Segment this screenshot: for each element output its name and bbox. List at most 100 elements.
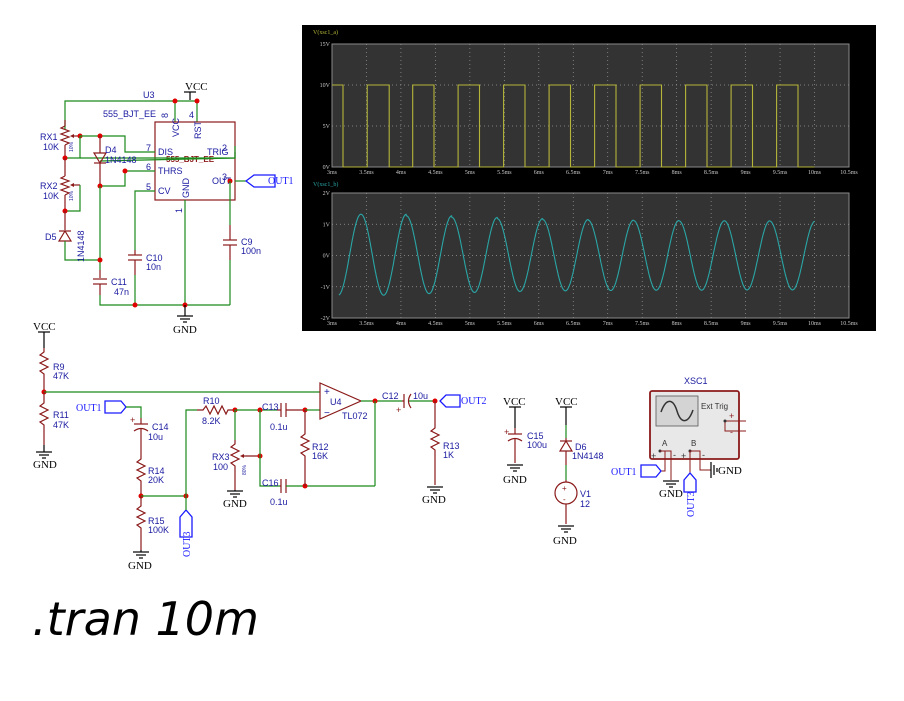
gnd-label: GND (422, 494, 446, 506)
x-tick-label: 6.5ms (566, 170, 581, 176)
y-tick-label: 0V (323, 254, 331, 260)
d5-ref: D5 (45, 232, 57, 242)
out3-port[interactable] (179, 509, 193, 538)
x-tick-label: 6ms (534, 170, 545, 176)
rx3-arrow-icon (240, 454, 244, 458)
xsc1-a-gnd-wire (665, 450, 672, 480)
junction (132, 302, 138, 308)
x-tick-label: 6ms (534, 321, 545, 327)
x-tick-label: 9ms (741, 170, 752, 176)
d4-body[interactable] (92, 152, 108, 165)
gnd-label: GND (223, 498, 247, 510)
rx2-ref: RX2 (40, 181, 58, 191)
r15-ref: R15 (148, 516, 165, 526)
c14-value: 10u (148, 432, 163, 442)
wire-rx2-loop (65, 185, 81, 212)
r9-value: 47K (53, 371, 69, 381)
u4-model: TL072 (342, 411, 368, 421)
c12-plate2[interactable] (407, 393, 412, 409)
xsc1-b-minus: - (702, 450, 705, 460)
d4-ref: D4 (105, 145, 117, 155)
rx3-body[interactable] (229, 440, 241, 490)
out1-port[interactable] (244, 174, 276, 188)
rx1-body[interactable] (59, 125, 71, 146)
c12-ref: C12 (382, 391, 399, 401)
xsc1-trig-terminal[interactable] (723, 419, 727, 423)
r15-body[interactable] (135, 496, 147, 550)
xsc1-ref: XSC1 (684, 376, 708, 386)
u4-plus: + (324, 387, 330, 398)
gnd-label: GND (33, 459, 57, 471)
y-tick-label: -1V (321, 285, 331, 291)
d5-value: 1N4148 (76, 230, 86, 262)
out3-port-label: OUT3 (182, 531, 193, 557)
r10-body[interactable] (197, 404, 235, 416)
c15-plate2[interactable] (507, 437, 523, 442)
r12-ref: R12 (312, 442, 329, 452)
r9-body[interactable] (38, 348, 50, 392)
x-tick-label: 7.5ms (635, 321, 650, 327)
v1-minus-icon: - (563, 495, 566, 504)
r14-body[interactable] (135, 455, 147, 496)
vcc-label: VCC (503, 396, 526, 408)
ground-icon (36, 451, 52, 459)
out2-port[interactable] (439, 394, 461, 408)
c13-value: 0.1u (270, 422, 288, 432)
xsc1-trig-wire (724, 421, 746, 432)
v1-plus-icon: + (562, 484, 567, 493)
y-tick-label: 2V (323, 191, 331, 197)
r9-ref: R9 (53, 362, 65, 372)
c14-plate2[interactable] (133, 427, 149, 432)
ground-icon (227, 490, 243, 498)
u3-pin-cv: CV (158, 186, 171, 196)
u3-pin-out: OUT (212, 176, 232, 186)
oscilloscope-xsc1[interactable]: XSC1 Ext Trig + - A B + - + - OUT1 GND O… (611, 376, 746, 517)
rx2-wiper-pct: 10% (69, 190, 75, 201)
ground-icon (427, 486, 443, 494)
rx1-wiper-pct: 10% (69, 141, 75, 152)
gnd-label: GND (553, 535, 577, 547)
d6-ref: D6 (575, 442, 587, 452)
out3-port[interactable] (683, 472, 697, 493)
out1-port[interactable] (640, 464, 662, 478)
rx3-wiper-pct: 80% (242, 464, 248, 475)
out1-port-label: OUT1 (76, 403, 102, 414)
u3-pinnum-7: 7 (146, 143, 151, 153)
u3-pinnum-8: 8 (160, 113, 170, 118)
sine-wave-icon (660, 400, 694, 422)
y-tick-label: 5V (323, 124, 331, 130)
r13-body[interactable] (429, 401, 441, 485)
out1-port[interactable] (104, 400, 127, 414)
c12-plus-icon: + (396, 405, 401, 415)
d6-body[interactable] (558, 439, 574, 452)
u3-body[interactable] (154, 121, 236, 201)
wire-rx1-loop (65, 136, 81, 159)
u3-pinnum-5: 5 (146, 182, 151, 192)
x-tick-label: 7ms (603, 170, 614, 176)
u4-body[interactable] (319, 382, 363, 420)
r11-body[interactable] (38, 392, 50, 445)
x-tick-label: 3.5ms (359, 321, 374, 327)
r12-body[interactable] (299, 410, 311, 486)
xsc1-channel-a-label: A (662, 439, 668, 448)
filter-section: VCC R9 47K R11 47K GND OUT1 + C14 10u R1… (33, 321, 487, 572)
x-tick-label: 3ms (327, 170, 338, 176)
x-tick-label: 10.5ms (840, 321, 858, 327)
u3-pinnum-1: 1 (174, 208, 184, 213)
rx1-arrow-icon (70, 134, 74, 138)
d6-value: 1N4148 (572, 451, 604, 461)
xsc1-trig-plus: + (729, 411, 734, 421)
rx2-body[interactable] (59, 175, 71, 196)
rx3-value: 100 (213, 462, 228, 472)
d5-body[interactable] (57, 229, 73, 242)
c10-value: 10n (146, 262, 161, 272)
wire-trig (80, 146, 236, 159)
x-tick-label: 6.5ms (566, 321, 581, 327)
gnd-label: GND (503, 474, 527, 486)
junction (194, 98, 200, 104)
x-tick-label: 7.5ms (635, 170, 650, 176)
r10-ref: R10 (203, 396, 220, 406)
